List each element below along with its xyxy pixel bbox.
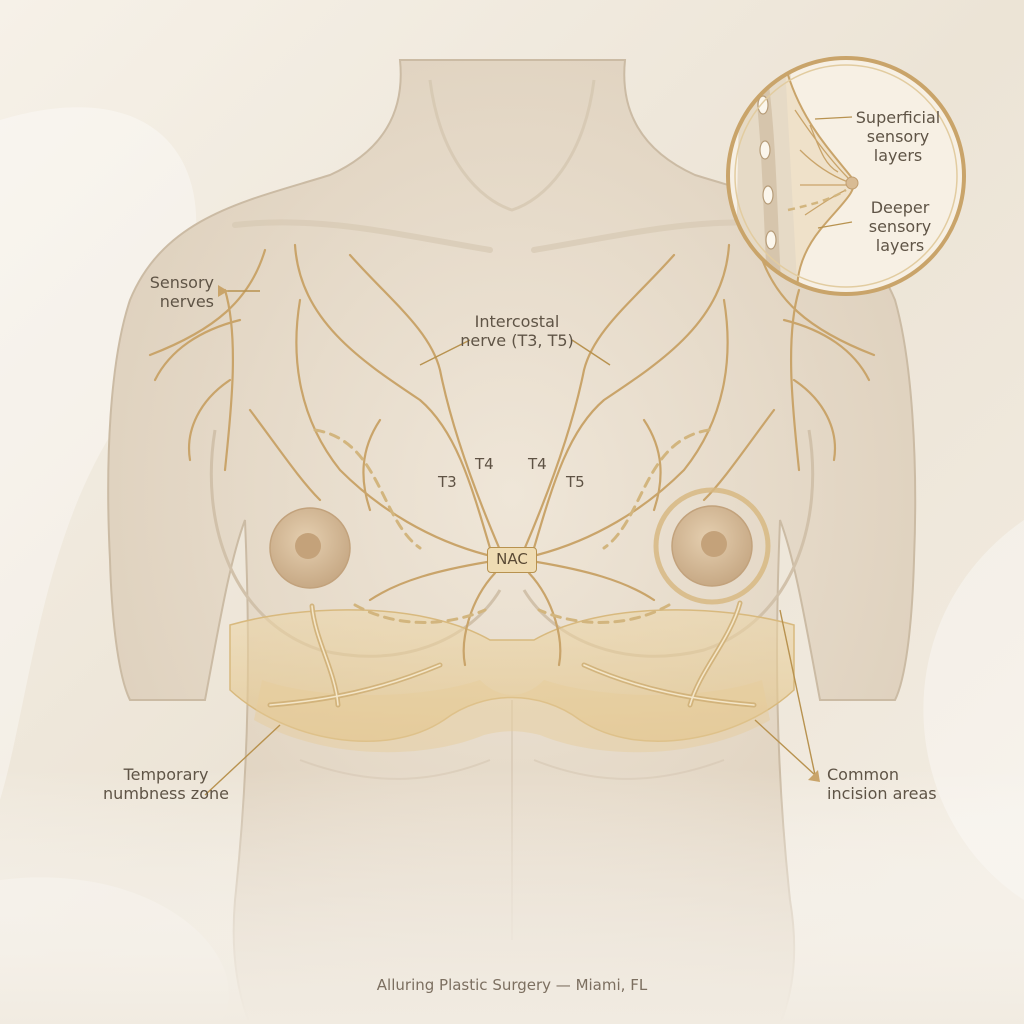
intercostal-nerve-label: Intercostal nerve (T3, T5) [460, 312, 574, 350]
nerve-branch-19 [702, 408, 776, 502]
nerve-branch-20 [642, 418, 662, 512]
nac-label: NAC [487, 547, 537, 573]
incision-areas-label: Common incision areas [827, 765, 937, 803]
nerve-branch-9 [362, 418, 382, 512]
nerve-branch-22 [527, 571, 562, 667]
nerve-network [148, 243, 876, 667]
leader-lines [204, 285, 820, 796]
t3-label: T3 [438, 473, 457, 491]
nerve-branch-11 [462, 571, 497, 667]
t5-label: T5 [566, 473, 585, 491]
nerve-branch-6 [348, 253, 502, 552]
numbness-zone [229, 609, 795, 743]
nerve-branch-13 [757, 248, 876, 357]
left-nipple [295, 533, 321, 559]
deeper-layers-label: Deeper sensory layers [868, 198, 932, 255]
dashed-incision-guides [313, 428, 711, 624]
nerve-branch-17 [522, 253, 676, 552]
incision-highlights [269, 602, 755, 706]
nerve-branch-4 [188, 378, 232, 462]
nerve-branch-18 [535, 298, 729, 557]
nerve-branch-21 [535, 560, 656, 602]
nerve-branch-16 [532, 243, 731, 550]
cross-section-inset [726, 56, 966, 296]
nerve-branch-3 [153, 318, 242, 382]
nerve-branch-15 [792, 378, 836, 462]
periareolar-incision [653, 487, 771, 605]
nerve-branch-8 [248, 408, 322, 502]
t4-right-label: T4 [528, 455, 547, 473]
nerve-branch-5 [293, 243, 492, 550]
nerve-branch-10 [368, 560, 489, 602]
nerve-branch-2 [148, 248, 267, 357]
numbness-zone-label: Temporary numbness zone [103, 765, 229, 803]
footer-credit: Alluring Plastic Surgery — Miami, FL [376, 976, 648, 994]
nerve-branch-7 [295, 298, 489, 557]
inframammary-band [254, 680, 770, 753]
nerve-branch-14 [782, 318, 871, 382]
t4-left-label: T4 [475, 455, 494, 473]
superficial-layers-label: Superficial sensory layers [855, 108, 941, 165]
right-nipple [701, 531, 727, 557]
sensory-nerves-label: Sensory nerves [149, 273, 214, 311]
